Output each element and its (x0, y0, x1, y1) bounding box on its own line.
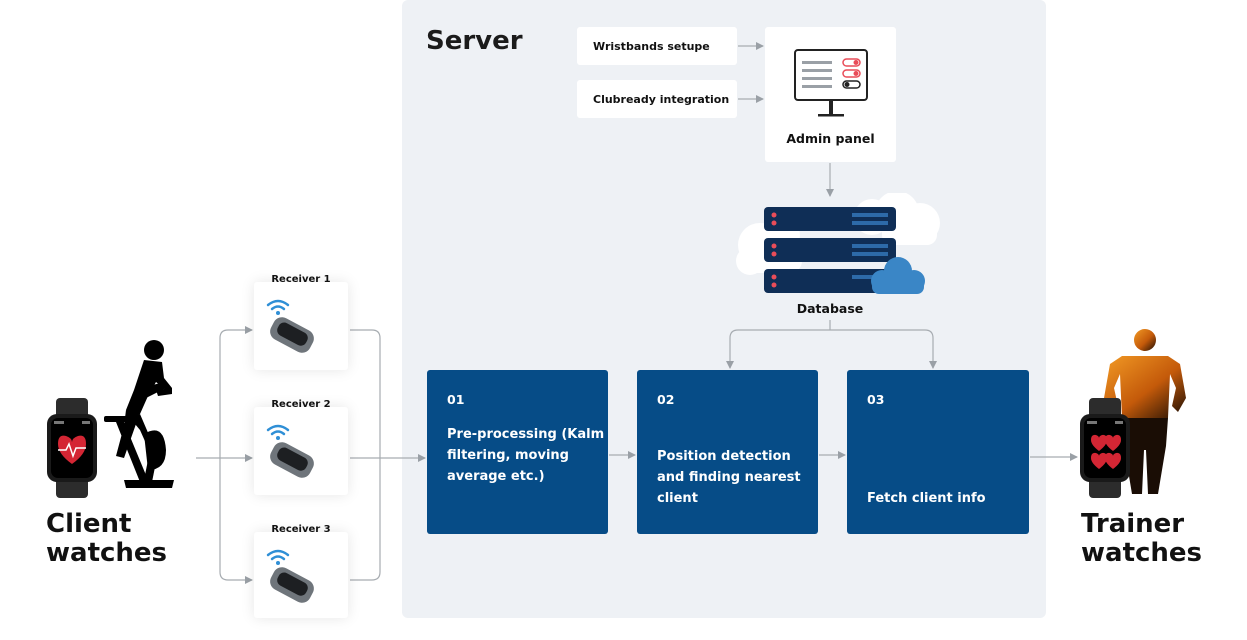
client-watches-label: Client watches (46, 510, 167, 568)
database-branch-line (729, 320, 934, 366)
clubready-integration-label: Clubready integration (593, 92, 730, 106)
wristbands-setup-label: Wristbands setupe (593, 39, 710, 53)
receiver-device-icon (266, 424, 314, 478)
merge-line-3 (350, 458, 381, 581)
cloud-icon (736, 193, 940, 275)
database-icon (736, 193, 940, 294)
wristbands-setup-card[interactable]: Wristbands setupe (577, 27, 737, 65)
client-label-line2: watches (46, 538, 168, 568)
receiver-label-3: Receiver 3 (271, 524, 331, 535)
merge-line-1 (350, 329, 381, 458)
step-text: Position detection and finding nearest c… (657, 449, 801, 506)
admin-monitor-icon (794, 49, 868, 117)
receiver-label-2: Receiver 2 (271, 399, 331, 410)
split-line-3 (219, 458, 253, 584)
receiver-label-1: Receiver 1 (271, 274, 331, 285)
smartwatch-icon (1080, 398, 1130, 498)
trainer-label-line1: Trainer (1081, 509, 1185, 539)
receiver-device-icon (266, 549, 314, 603)
admin-panel-label: Admin panel (786, 131, 875, 146)
step-number: 03 (867, 392, 885, 407)
client-label-line1: Client (46, 509, 132, 539)
receiver-card-2[interactable] (254, 407, 348, 495)
step-number: 01 (447, 392, 465, 407)
cyclist-silhouette-icon (104, 340, 174, 488)
server-title: Server (426, 26, 523, 56)
database-label: Database (796, 301, 864, 316)
trainer-label-line2: watches (1081, 538, 1203, 568)
trainer-watches-label: Trainer watches (1081, 510, 1202, 568)
server-stack-icon (764, 207, 896, 293)
step-fetch-client-info[interactable]: 03 Fetch client info (847, 370, 1029, 534)
step-number: 02 (657, 392, 675, 407)
cloud-blue-icon (871, 257, 925, 294)
receiver-card-3[interactable] (254, 532, 348, 618)
step-preprocessing[interactable]: 01 Pre-processing (Kalm filtering, movin… (427, 370, 608, 534)
step-text: Pre-processing (Kalm filtering, moving a… (447, 427, 605, 484)
step-text: Fetch client info (867, 491, 986, 506)
wifi-icon (266, 299, 290, 315)
wifi-icon (266, 549, 290, 565)
clubready-integration-card[interactable]: Clubready integration (577, 80, 737, 118)
wifi-icon (266, 424, 290, 440)
trainer-silhouette-icon (1104, 329, 1186, 494)
step-position-detection[interactable]: 02 Position detection and finding neares… (637, 370, 818, 534)
smartwatch-icon (47, 398, 97, 498)
receiver-card-1[interactable] (254, 282, 348, 370)
split-line-1 (219, 326, 253, 458)
receiver-device-icon (266, 299, 314, 353)
